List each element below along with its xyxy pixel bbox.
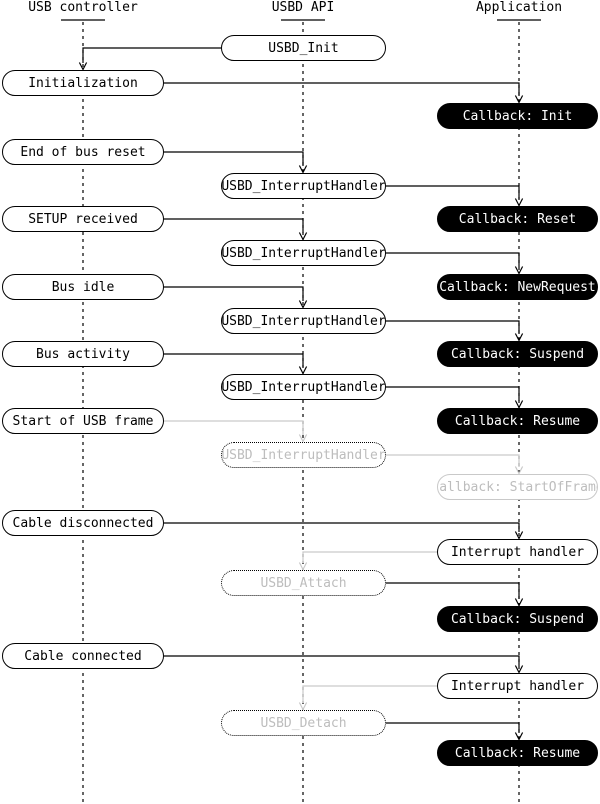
- node-label: Start of USB frame: [12, 413, 154, 429]
- node-label: Interrupt handler: [450, 544, 585, 560]
- node-usbd-interrupthandler-5-ghost[interactable]: USBD_InterruptHandler: [221, 442, 386, 468]
- node-label: Callback: Resume: [454, 745, 581, 761]
- conn-endofbusreset-to-handler1: [164, 151, 308, 174]
- node-label: Cable disconnected: [12, 515, 154, 531]
- conn-busidle-to-handler3: [164, 286, 308, 309]
- node-callback-suspend-1[interactable]: Callback: Suspend: [437, 341, 598, 367]
- node-label: Callback: Resume: [454, 413, 581, 429]
- node-label: Initialization: [28, 75, 138, 91]
- lane-header-usbd-api: USBD API: [271, 0, 335, 15]
- conn-cableconnected-to-interrupthandler2: [164, 655, 524, 674]
- node-usbd-init[interactable]: USBD_Init: [221, 35, 386, 61]
- node-bus-activity[interactable]: Bus activity: [2, 341, 164, 367]
- node-label: Callback: Init: [462, 108, 573, 124]
- node-cable-disconnected[interactable]: Cable disconnected: [2, 510, 164, 536]
- node-label: USBD_InterruptHandler: [221, 447, 386, 463]
- node-interrupt-handler-2[interactable]: Interrupt handler: [437, 673, 598, 699]
- node-bus-idle[interactable]: Bus idle: [2, 274, 164, 300]
- node-callback-resume-2[interactable]: Callback: Resume: [437, 740, 598, 766]
- node-callback-init[interactable]: Callback: Init: [437, 103, 598, 129]
- node-cable-connected[interactable]: Cable connected: [2, 643, 164, 669]
- node-callback-reset[interactable]: Callback: Reset: [437, 206, 598, 232]
- conn-handler2-to-callbacknewrequest: [386, 252, 524, 275]
- conn-handler5-to-callbackstartofframe: [386, 454, 524, 475]
- node-label: USBD_Detach: [260, 715, 347, 731]
- node-label: SETUP received: [28, 211, 138, 227]
- node-label: Callback: Suspend: [450, 346, 585, 362]
- conn-interrupthandler2-to-usbddetach: [298, 685, 437, 711]
- node-label: Bus activity: [36, 346, 130, 362]
- node-usbd-detach-ghost[interactable]: USBD_Detach: [221, 710, 386, 736]
- node-label: Callback: Suspend: [450, 611, 585, 627]
- node-label: USBD_InterruptHandler: [221, 178, 386, 194]
- conn-interrupthandler1-to-usbdattach: [298, 551, 437, 571]
- node-label: Callback: StartOfFrame: [437, 479, 598, 495]
- node-usbd-interrupthandler-2[interactable]: USBD_InterruptHandler: [221, 240, 386, 266]
- node-label: USBD_InterruptHandler: [221, 245, 386, 261]
- conn-setupreceived-to-handler2: [164, 218, 308, 241]
- node-label: USBD_InterruptHandler: [221, 379, 386, 395]
- lane-header-usb-controller: USB controller: [28, 0, 138, 15]
- node-label: USBD_InterruptHandler: [221, 313, 386, 329]
- conn-handler3-to-callbacksuspend1: [386, 320, 524, 342]
- node-callback-suspend-2[interactable]: Callback: Suspend: [437, 606, 598, 632]
- lane-header-application: Application: [475, 0, 563, 15]
- node-usbd-interrupthandler-3[interactable]: USBD_InterruptHandler: [221, 308, 386, 334]
- conn-startofusbframe-to-handler5: [164, 420, 308, 443]
- node-callback-newrequest[interactable]: Callback: NewRequest: [437, 274, 598, 300]
- conn-usbddetach-to-callbackresume2: [386, 722, 524, 741]
- node-start-of-usb-frame[interactable]: Start of USB frame: [2, 408, 164, 434]
- node-callback-resume-1[interactable]: Callback: Resume: [437, 408, 598, 434]
- node-callback-startofframe-ghost[interactable]: Callback: StartOfFrame: [437, 474, 598, 500]
- node-label: USBD_Init: [268, 40, 339, 56]
- conn-cabledisconnected-to-interrupthandler1: [164, 522, 524, 540]
- node-label: Cable connected: [24, 648, 142, 664]
- conn-busactivity-to-handler4: [164, 353, 308, 375]
- conn-handler4-to-callbackresume1: [386, 386, 524, 409]
- node-usbd-interrupthandler-4[interactable]: USBD_InterruptHandler: [221, 374, 386, 400]
- node-label: End of bus reset: [20, 144, 146, 160]
- conn-usbdinit-to-initialization: [78, 47, 221, 71]
- node-end-of-bus-reset[interactable]: End of bus reset: [2, 139, 164, 165]
- node-setup-received[interactable]: SETUP received: [2, 206, 164, 232]
- conn-handler1-to-callbackreset: [386, 185, 524, 207]
- node-label: Interrupt handler: [450, 678, 585, 694]
- node-usbd-interrupthandler-1[interactable]: USBD_InterruptHandler: [221, 173, 386, 199]
- conn-usbdattach-to-callbacksuspend2: [386, 582, 524, 607]
- node-label: USBD_Attach: [260, 575, 347, 591]
- node-initialization[interactable]: Initialization: [2, 70, 164, 96]
- node-interrupt-handler-1[interactable]: Interrupt handler: [437, 539, 598, 565]
- node-label: Callback: Reset: [458, 211, 577, 227]
- node-label: Bus idle: [51, 279, 115, 295]
- node-usbd-attach-ghost[interactable]: USBD_Attach: [221, 570, 386, 596]
- node-label: Callback: NewRequest: [439, 279, 596, 295]
- conn-initialization-to-callbackinit: [164, 82, 524, 104]
